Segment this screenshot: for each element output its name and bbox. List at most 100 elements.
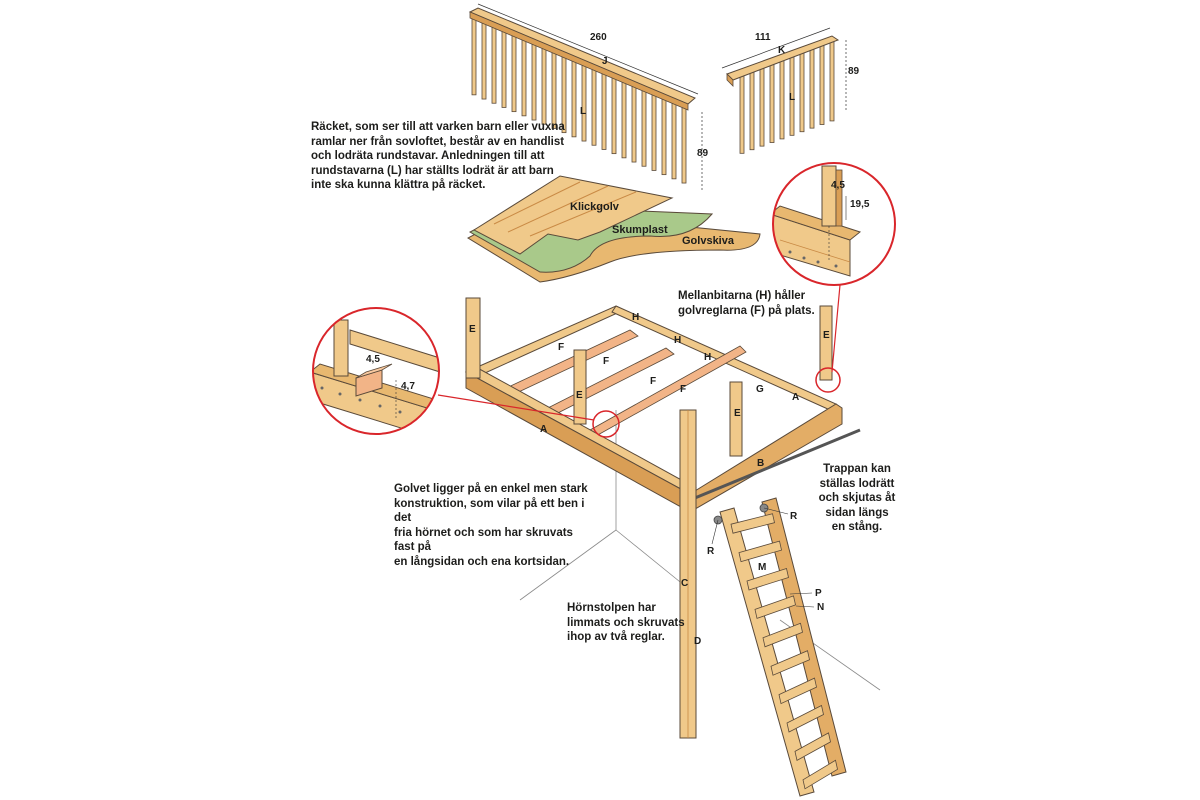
long-railing-baluster: [681, 102, 687, 184]
floor-frame: E E E E F F F F H H H G A A B C D: [465, 297, 861, 739]
detail-circle-right: 4,5 19,5: [772, 162, 896, 286]
floor-layer-label-middle: Skumplast: [612, 224, 668, 236]
post-E-mid-right: [729, 381, 743, 457]
label-D: D: [694, 636, 701, 647]
posts-E: [465, 297, 833, 457]
ladder-step: [794, 732, 831, 762]
post-E-back-left: [465, 297, 481, 379]
ladder: R R M P N: [707, 497, 847, 797]
short-railing-baluster: [739, 72, 745, 154]
back-long-beam: [465, 305, 626, 379]
floor-click-layer: [472, 175, 674, 255]
short-rail-label-L: L: [789, 92, 795, 103]
short-rail-height-value: 89: [848, 66, 860, 77]
short-rail-label-K: K: [778, 45, 786, 56]
long-railing-baluster: [531, 39, 537, 121]
detail-right-width: 4,5: [831, 180, 845, 191]
detail-left-pointer: [437, 394, 595, 421]
detail-left-height: 4,7: [401, 381, 415, 392]
long-railing-baluster: [671, 98, 677, 180]
ladder-step: [802, 759, 838, 790]
long-railing-baluster: [521, 35, 527, 117]
joist-F-1: [501, 329, 639, 397]
joist-F-3: [589, 345, 747, 437]
ladder-description: Trappan kan ställas lodrätt och skjutas …: [818, 463, 896, 533]
floor-layer-label-top: Klickgolv: [570, 201, 620, 213]
detail-circle-left: 4,5 4,7: [312, 307, 440, 435]
label-F-4: F: [680, 384, 686, 395]
long-railing-baluster: [551, 48, 557, 129]
long-railing-baluster: [621, 77, 627, 159]
long-railing-baluster: [481, 18, 487, 100]
ladder-step: [754, 595, 796, 619]
long-railing-baluster: [611, 73, 617, 155]
label-H-3: H: [704, 352, 711, 363]
short-railing-baluster: [829, 40, 835, 122]
ladder-label-N: N: [817, 602, 824, 613]
label-E-3: E: [734, 408, 741, 419]
long-railing-handrail-side: [469, 11, 689, 111]
long-rail-length-value: 260: [590, 32, 607, 43]
detail-right-pointer: [831, 284, 841, 373]
ladder-step: [746, 567, 789, 591]
label-A-1: A: [540, 424, 547, 435]
long-rail-height-value: 89: [697, 148, 709, 159]
long-railing-baluster: [541, 43, 547, 125]
frame-part-labels: E E E E F F F F H H H G A A B C D: [469, 312, 830, 647]
short-railing-baluster: [779, 58, 785, 140]
long-railing-baluster: [661, 94, 667, 176]
detail-left-width: 4,5: [366, 354, 380, 365]
ladder-step: [730, 513, 775, 534]
short-rail-length-value: 111: [755, 32, 771, 43]
railing-description: Räcket, som ser till att varken barn ell…: [311, 121, 565, 191]
long-rail-label-J: J: [602, 56, 608, 67]
long-railing-baluster: [511, 31, 517, 113]
floor-layers: Klickgolv Skumplast Golvskiva: [466, 175, 761, 283]
long-railing-baluster: [641, 85, 647, 167]
floor-layer-label-bottom: Golvskiva: [682, 235, 735, 247]
label-F-2: F: [603, 356, 609, 367]
short-railing-baluster: [799, 51, 805, 133]
long-railing-baluster: [491, 22, 497, 104]
long-railing: 260 J L 89: [468, 3, 709, 190]
ladder-step: [778, 677, 817, 705]
short-railing-baluster: [769, 62, 775, 143]
short-railing-balusters: [739, 40, 835, 154]
long-railing-baluster: [631, 81, 637, 163]
long-railing-baluster: [471, 14, 477, 96]
corner-post-description: Hörnstolpen har limmats och skruvats iho…: [567, 602, 685, 643]
ladder-step: [738, 540, 782, 563]
detail-left-target: [592, 410, 620, 438]
ladder-rod: [689, 428, 861, 502]
short-railing-baluster: [759, 65, 765, 147]
spacers-description: Mellanbitarna (H) håller golvreglarna (F…: [678, 290, 815, 317]
label-F-1: F: [558, 342, 564, 353]
long-rail-label-L: L: [580, 106, 586, 117]
label-A-2: A: [792, 392, 799, 403]
short-railing: 111 K L 89: [721, 27, 860, 154]
label-E-2: E: [576, 390, 583, 401]
post-E-mid-left: [573, 349, 587, 425]
short-railing-handrail-side: [726, 73, 734, 87]
ladder-label-R-2: R: [707, 546, 715, 557]
short-railing-baluster: [749, 69, 755, 151]
label-F-3: F: [650, 376, 656, 387]
floor-description: Golvet ligger på en enkel men stark kons…: [394, 483, 588, 568]
ladder-steps: [730, 513, 838, 790]
label-E-4: E: [823, 330, 830, 341]
label-B: B: [757, 458, 764, 469]
label-H-1: H: [632, 312, 639, 323]
label-C: C: [681, 578, 688, 589]
short-railing-baluster: [809, 47, 815, 129]
post-E-far-right: [819, 305, 833, 381]
detail-right-depth: 19,5: [850, 199, 870, 210]
label-G: G: [756, 384, 764, 395]
short-railing-baluster: [819, 44, 825, 125]
label-H-2: H: [674, 335, 681, 346]
long-railing-baluster: [501, 27, 507, 108]
label-E-1: E: [469, 324, 476, 335]
short-rail-length-dimension: [721, 27, 831, 69]
detail-right-target: [815, 367, 841, 393]
ladder-label-M: M: [758, 562, 766, 573]
